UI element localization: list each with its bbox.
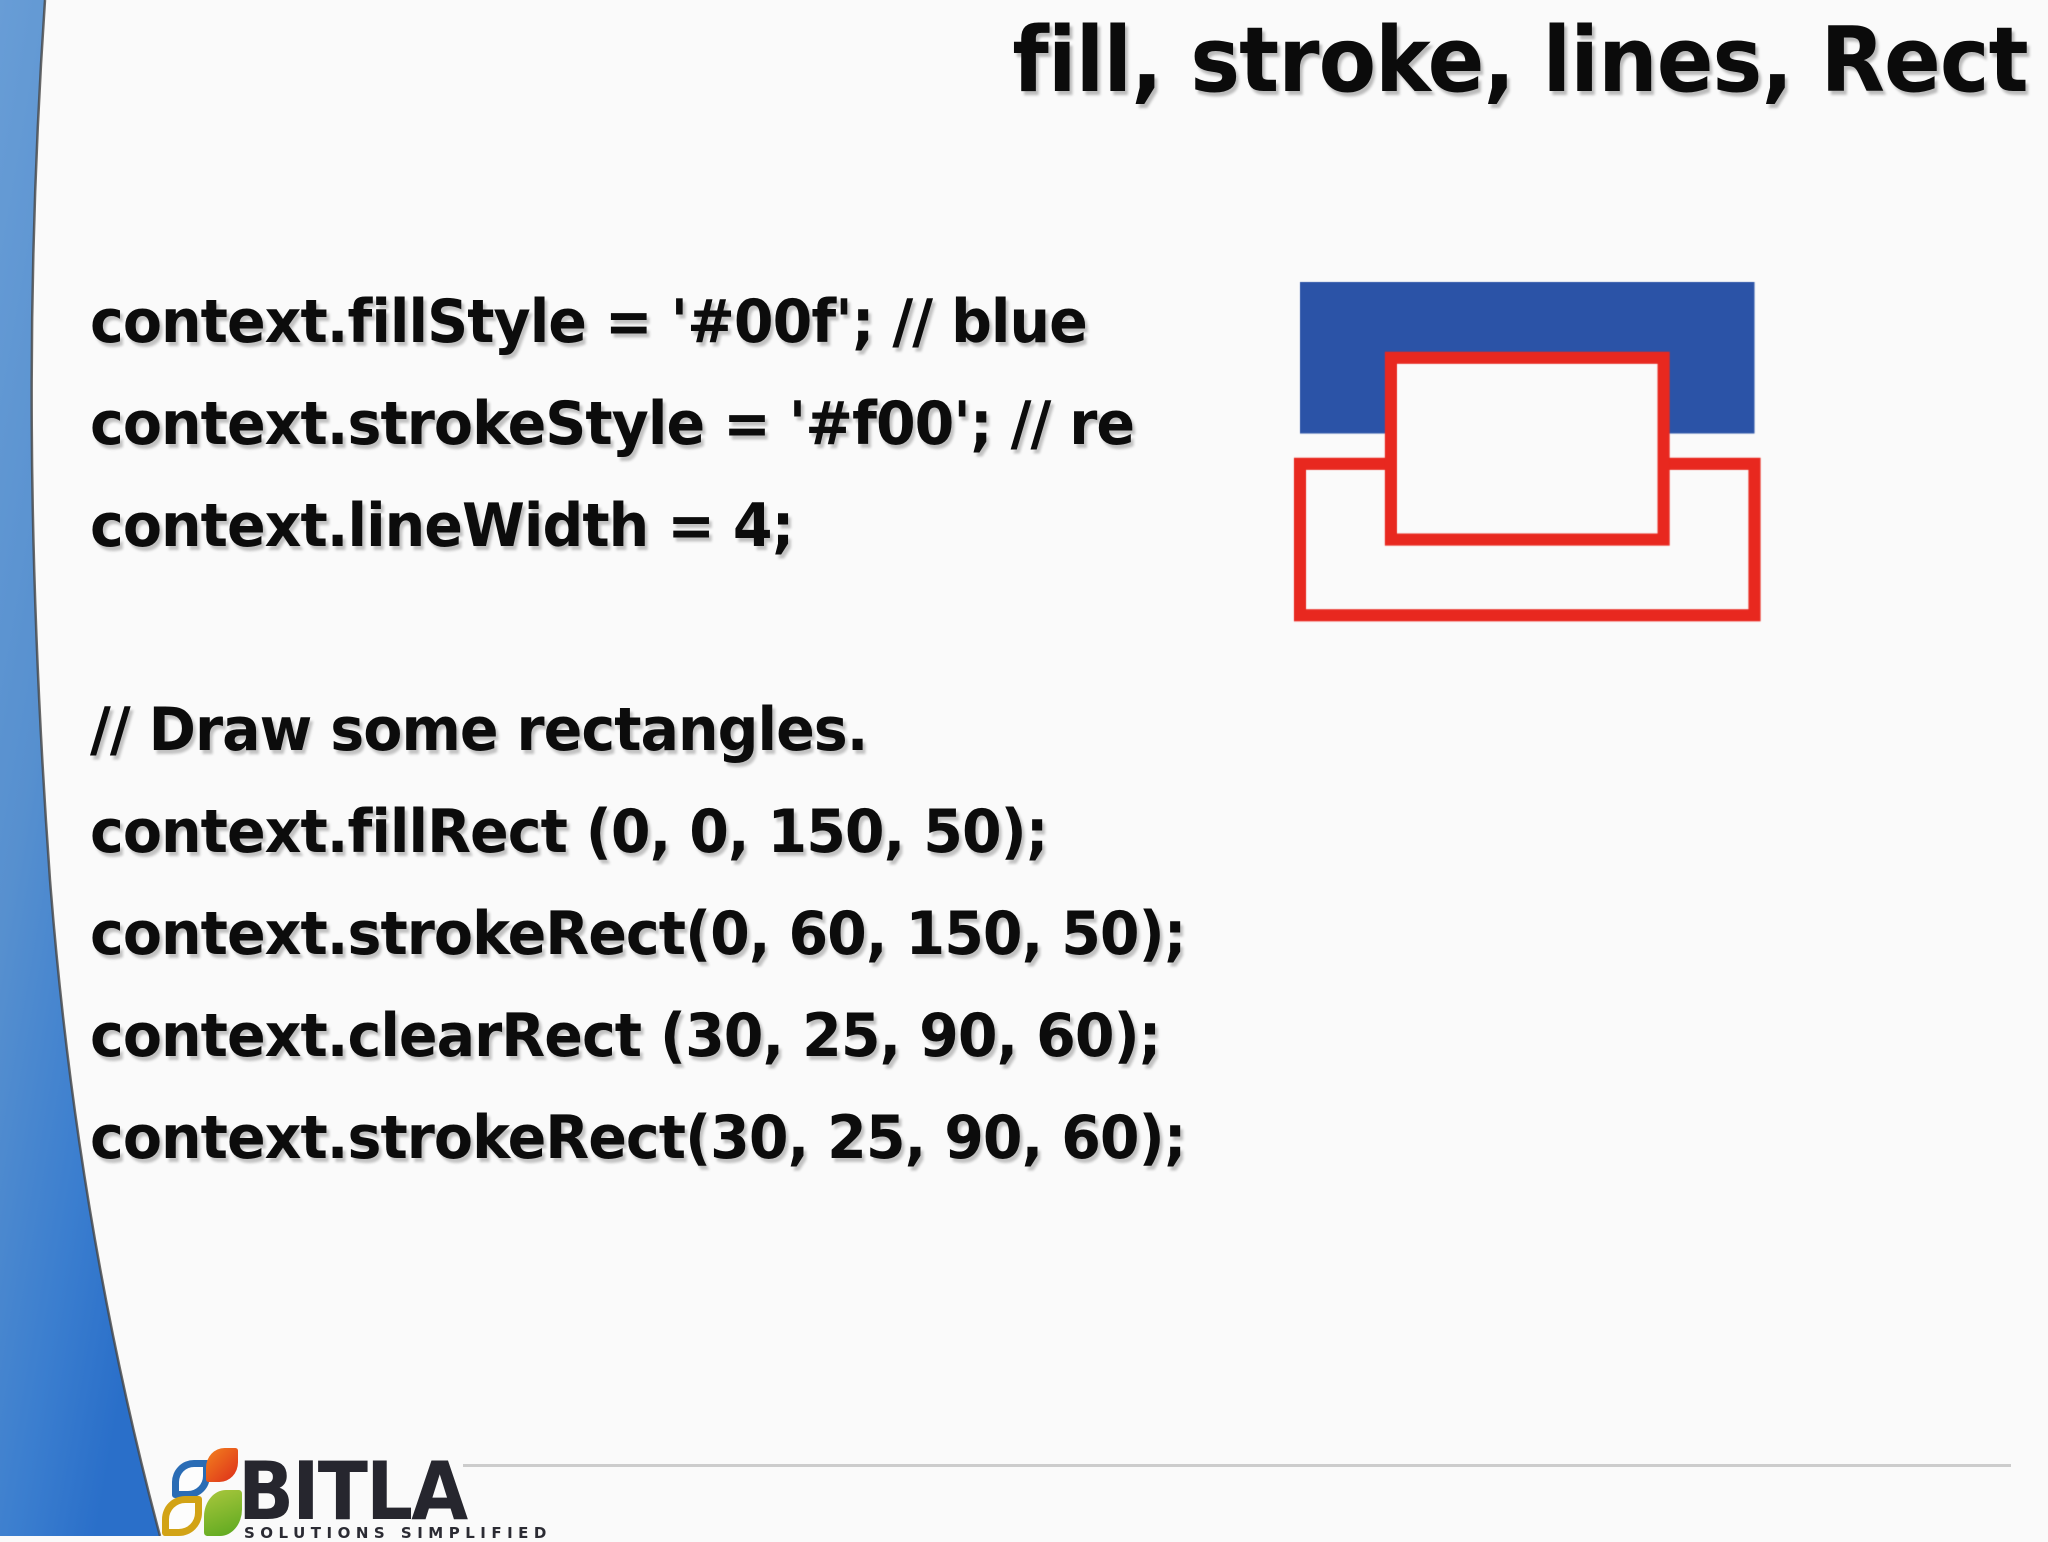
code-line-fillrect: context.fillRect (0, 0, 150, 50); [90, 797, 1049, 867]
bitla-logo: BITLA SOLUTIONS SIMPLIFIED [160, 1444, 720, 1542]
petal-green-icon [204, 1490, 242, 1536]
sidebar-curve-fill [0, 0, 160, 1536]
sidebar-curve-edge [30, 0, 162, 1536]
petal-red-icon [206, 1448, 238, 1482]
slide-title: fill, stroke, lines, Rect [1012, 8, 2029, 113]
sidebar-curve [0, 0, 162, 1536]
petal-blue-icon [172, 1460, 210, 1498]
logo-flower-icon [160, 1448, 242, 1540]
code-line-strokerect1: context.strokeRect(0, 60, 150, 50); [90, 899, 1187, 969]
code-line-comment: // Draw some rectangles. [90, 695, 868, 765]
logo-tagline: SOLUTIONS SIMPLIFIED [244, 1524, 552, 1542]
logo-wordmark: BITLA [238, 1445, 468, 1538]
petal-yellow-icon [162, 1496, 202, 1536]
code-line-strokerect2: context.strokeRect(30, 25, 90, 60); [90, 1103, 1187, 1173]
code-line-linewidth: context.lineWidth = 4; [90, 491, 794, 561]
footer-divider-line [463, 1464, 2011, 1467]
code-line-strokestyle: context.strokeStyle = '#f00'; // re [90, 389, 1135, 459]
code-block: context.fillStyle = '#00f'; // blue cont… [90, 271, 1187, 1189]
code-line-blank [90, 577, 1186, 679]
code-line-clearrect: context.clearRect (30, 25, 90, 60); [90, 1001, 1161, 1071]
code-line-fillstyle: context.fillStyle = '#00f'; // blue [90, 287, 1088, 357]
canvas-demo [1288, 270, 1788, 650]
